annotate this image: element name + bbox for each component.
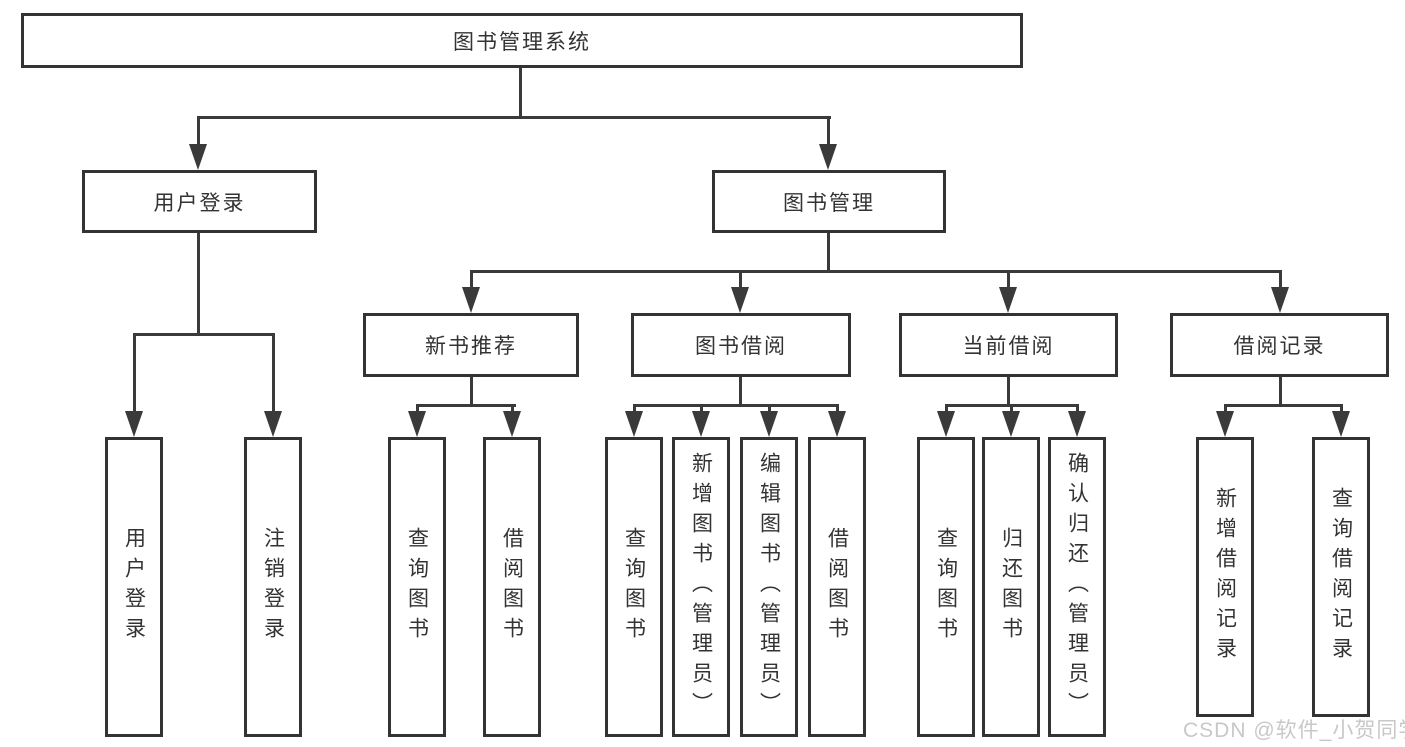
connector-new-book-stem	[470, 377, 473, 407]
connector-leaf-drop	[511, 404, 514, 414]
leaf-edit-book-admin: 编辑图书（管理员）	[740, 437, 798, 737]
connector-level2-drop	[470, 270, 473, 290]
leaf-user-login: 用户登录	[105, 437, 163, 737]
connector-book-mgmt-drop	[827, 116, 830, 148]
node-current-borrow: 当前借阅	[899, 313, 1118, 377]
connector-book-mgmt-branch	[470, 270, 1281, 273]
connector-borrow-branch	[633, 404, 838, 407]
leaf-borrow-books: 借阅图书	[808, 437, 866, 737]
leaf-logout: 注销登录	[244, 437, 302, 737]
connector-borrow-stem	[739, 377, 742, 407]
connector-level2-drop	[1279, 270, 1282, 290]
arrowhead-icon	[503, 411, 521, 437]
node-book-mgmt: 图书管理	[712, 170, 946, 233]
arrowhead-icon	[819, 144, 837, 170]
arrowhead-icon	[125, 411, 143, 437]
arrowhead-icon	[1216, 411, 1234, 437]
arrowhead-icon	[999, 287, 1017, 313]
leaf-add-borrow-record: 新增借阅记录	[1196, 437, 1254, 717]
connector-leaf-drop	[768, 404, 771, 414]
arrowhead-icon	[731, 287, 749, 313]
connector-leaf-drop	[1340, 404, 1343, 414]
node-book-borrow: 图书借阅	[631, 313, 851, 377]
node-new-book-rec: 新书推荐	[363, 313, 579, 377]
arrowhead-icon	[828, 411, 846, 437]
connector-leaf-drop	[1224, 404, 1227, 414]
arrowhead-icon	[462, 287, 480, 313]
connector-leaf-drop	[1010, 404, 1013, 414]
connector-user-login-drop	[197, 116, 200, 148]
arrowhead-icon	[692, 411, 710, 437]
connector-records-branch	[1224, 404, 1342, 407]
arrowhead-icon	[1332, 411, 1350, 437]
leaf-borrow-books: 借阅图书	[483, 437, 541, 737]
leaf-query-books: 查询图书	[605, 437, 663, 737]
node-user-login: 用户登录	[82, 170, 317, 233]
leaf-add-book-admin: 新增图书（管理员）	[672, 437, 730, 737]
connector-root-branch	[197, 116, 831, 119]
connector-leaf-drop	[700, 404, 703, 414]
arrowhead-icon	[625, 411, 643, 437]
connector-leaf-drop	[1076, 404, 1079, 414]
connector-current-stem	[1007, 377, 1010, 407]
connector-leaf-drop	[133, 333, 136, 415]
leaf-return-book: 归还图书	[982, 437, 1040, 737]
leaf-query-books: 查询图书	[388, 437, 446, 737]
connector-user-login-branch	[133, 333, 275, 336]
connector-level2-drop	[739, 270, 742, 290]
arrowhead-icon	[1002, 411, 1020, 437]
connector-book-mgmt-stem	[827, 233, 830, 273]
connector-level2-drop	[1007, 270, 1010, 290]
arrowhead-icon	[1068, 411, 1086, 437]
node-root: 图书管理系统	[21, 13, 1023, 68]
connector-leaf-drop	[272, 333, 275, 415]
csdn-watermark: CSDN @软件_小贺同学	[1183, 719, 1405, 742]
arrowhead-icon	[264, 411, 282, 437]
leaf-query-borrow-record: 查询借阅记录	[1312, 437, 1370, 717]
connector-new-book-branch	[416, 404, 516, 407]
connector-leaf-drop	[416, 404, 419, 414]
connector-leaf-drop	[633, 404, 636, 414]
arrowhead-icon	[408, 411, 426, 437]
node-borrow-records: 借阅记录	[1170, 313, 1389, 377]
connector-leaf-drop	[945, 404, 948, 414]
connector-leaf-drop	[836, 404, 839, 414]
arrowhead-icon	[189, 144, 207, 170]
connector-root-stem	[519, 68, 522, 118]
arrowhead-icon	[1271, 287, 1289, 313]
arrowhead-icon	[760, 411, 778, 437]
connector-records-stem	[1279, 377, 1282, 407]
arrowhead-icon	[937, 411, 955, 437]
leaf-confirm-return-admin: 确认归还（管理员）	[1048, 437, 1106, 737]
connector-user-login-stem	[197, 233, 200, 335]
leaf-query-books: 查询图书	[917, 437, 975, 737]
